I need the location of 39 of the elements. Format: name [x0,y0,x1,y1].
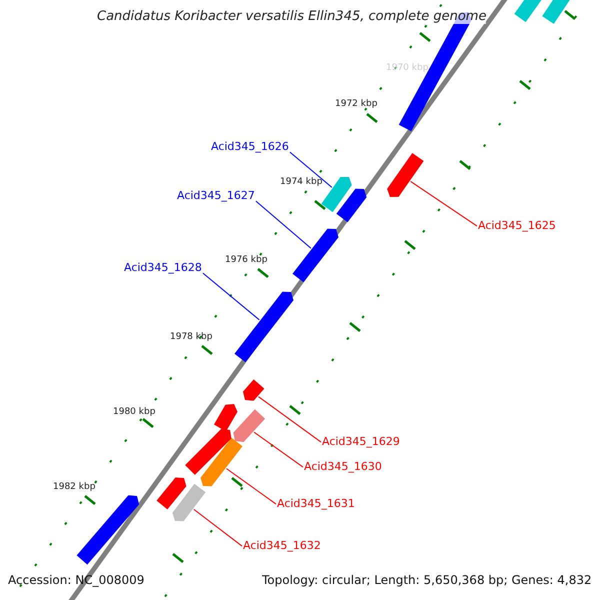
gene-block [172,484,206,522]
gene-block [200,438,242,486]
gene-block [321,177,352,212]
gene-label: Acid345_1625 [478,220,556,232]
scale-label: 1980 kbp [113,408,156,418]
gene-block [292,228,338,282]
gene-block [336,188,367,222]
scale-label: 1982 kbp [53,483,96,493]
gene-label: Acid345_1626 [211,141,289,154]
leader-line [202,272,260,320]
gene-block [234,292,294,362]
leader-line [254,432,304,468]
leader-line [258,396,322,443]
leader-line [226,468,276,505]
gene-block [185,428,232,475]
leader-line [193,508,242,547]
leader-line [410,180,478,227]
map-title: Candidatus Koribacter versatilis Ellin345, complete genome [97,10,486,24]
gene-label: Acid345_1629 [322,436,400,448]
leader-line [289,152,332,188]
scale-label: 1978 kbp [170,333,212,343]
gene-label: Acid345_1630 [304,461,382,474]
genome-info-text: Topology: circular; Length: 5,650,368 bp; Genes: 4,832 [262,574,592,588]
gene-block [542,0,572,24]
gene-block [233,409,266,442]
gene-label: Acid345_1632 [243,540,321,552]
gene-block [156,478,186,510]
gene-label: Acid345_1628 [124,262,202,274]
leader-line [255,200,312,249]
gene-block [387,153,424,197]
scale-label: 1976 kbp [225,256,268,266]
gene-block [214,404,238,432]
gene-block [514,0,543,22]
gene-label: Acid345_1627 [177,190,255,202]
gene-block [76,495,140,565]
scale-label: 1974 kbp [280,178,322,188]
gene-label: Acid345_1631 [277,498,355,510]
scale-label: 1972 kbp [335,100,378,110]
gene-block [243,379,264,401]
